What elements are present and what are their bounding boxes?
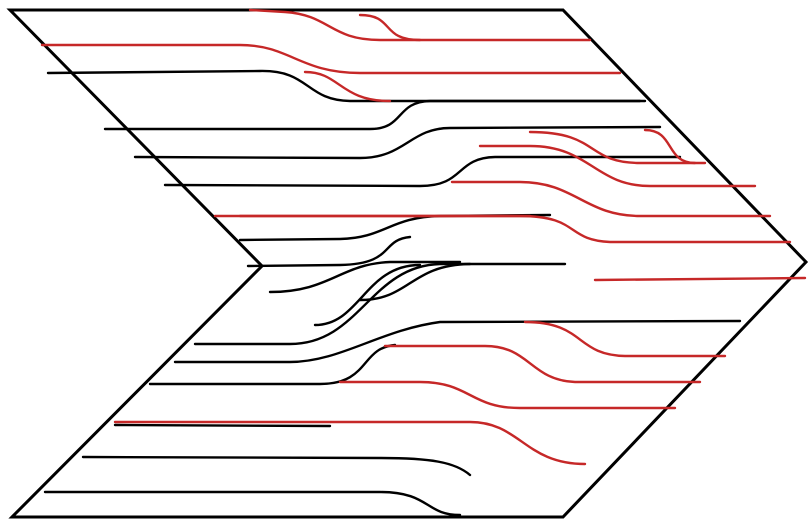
red-strand-1 <box>250 10 590 40</box>
black-strand-5 <box>240 215 550 240</box>
black-strand-12 <box>83 457 470 475</box>
red-strand-3 <box>42 45 620 73</box>
red-strand-4 <box>305 72 390 101</box>
black-strand-13 <box>45 492 460 515</box>
black-strand-2 <box>105 101 645 129</box>
red-strand-2 <box>360 15 420 40</box>
black-strand-10 <box>150 345 395 384</box>
red-strand-9 <box>215 216 790 242</box>
black-strand-11 <box>115 425 330 426</box>
red-strand-10 <box>595 278 805 280</box>
red-strand-12 <box>385 346 700 382</box>
red-strand-13 <box>525 322 725 356</box>
chevron-outline <box>10 10 806 517</box>
red-strand-14 <box>340 382 675 408</box>
red-strands-group <box>42 10 805 464</box>
black-strand-1 <box>48 71 640 101</box>
black-strands-group <box>45 71 740 515</box>
